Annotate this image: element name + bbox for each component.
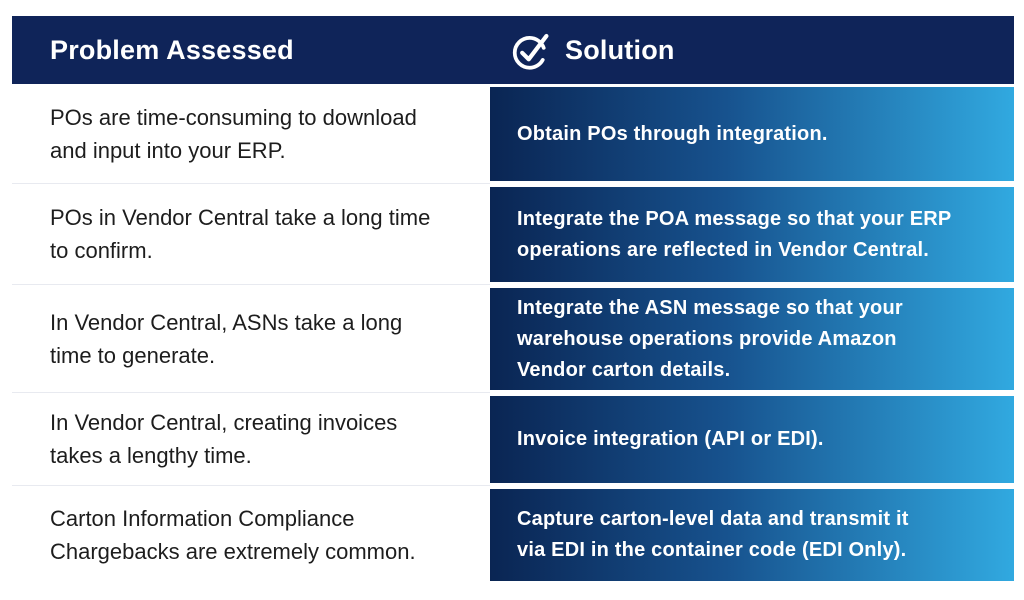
solution-text: Invoice integration (API or EDI). xyxy=(517,428,824,450)
problem-text: In Vendor Central, creating invoices tak… xyxy=(50,410,398,468)
solution-text: Obtain POs through integration. xyxy=(517,122,828,145)
table-row: In Vendor Central, creating invoices tak… xyxy=(12,393,1014,486)
solution-header-label: Solution xyxy=(565,34,675,65)
table-header-row: Problem Assessed Solution xyxy=(12,16,1014,84)
check-circle-icon xyxy=(511,28,552,72)
problem-solution-table: Problem Assessed Solution POs are time-c… xyxy=(12,16,1014,584)
problem-cell: In Vendor Central, ASNs take a long time… xyxy=(12,285,490,393)
solution-cell: Invoice integration (API or EDI). xyxy=(490,396,1014,483)
solution-cell: Capture carton-level data and transmit i… xyxy=(490,489,1014,581)
table-row: POs in Vendor Central take a long time t… xyxy=(12,184,1014,285)
problem-cell: POs in Vendor Central take a long time t… xyxy=(12,184,490,285)
problem-text: POs in Vendor Central take a long time t… xyxy=(50,205,431,263)
problem-text: In Vendor Central, ASNs take a long time… xyxy=(50,309,403,368)
solution-cell-container: Integrate the POA message so that your E… xyxy=(490,184,1014,285)
solution-text: Integrate the ASN message so that your w… xyxy=(517,296,903,381)
problem-header-cell: Problem Assessed xyxy=(12,16,490,84)
solution-cell: Obtain POs through integration. xyxy=(490,87,1014,181)
solution-cell-container: Integrate the ASN message so that your w… xyxy=(490,285,1014,393)
table-row: Carton Information Compliance Chargeback… xyxy=(12,486,1014,584)
solution-cell: Integrate the ASN message so that your w… xyxy=(490,288,1014,390)
table-row: In Vendor Central, ASNs take a long time… xyxy=(12,285,1014,393)
problem-cell: Carton Information Compliance Chargeback… xyxy=(12,486,490,584)
problem-text: POs are time-consuming to download and i… xyxy=(50,104,417,163)
solution-header-cell: Solution xyxy=(490,16,1014,84)
problem-text: Carton Information Compliance Chargeback… xyxy=(50,506,416,564)
solution-cell-container: Invoice integration (API or EDI). xyxy=(490,393,1014,486)
solution-cell: Integrate the POA message so that your E… xyxy=(490,187,1014,282)
problem-header-label: Problem Assessed xyxy=(50,34,294,65)
solution-cell-container: Capture carton-level data and transmit i… xyxy=(490,486,1014,584)
problem-cell: POs are time-consuming to download and i… xyxy=(12,84,490,184)
solution-cell-container: Obtain POs through integration. xyxy=(490,84,1014,184)
solution-text: Integrate the POA message so that your E… xyxy=(517,207,952,261)
solution-text: Capture carton-level data and transmit i… xyxy=(517,508,909,561)
problem-cell: In Vendor Central, creating invoices tak… xyxy=(12,393,490,486)
table-row: POs are time-consuming to download and i… xyxy=(12,84,1014,184)
